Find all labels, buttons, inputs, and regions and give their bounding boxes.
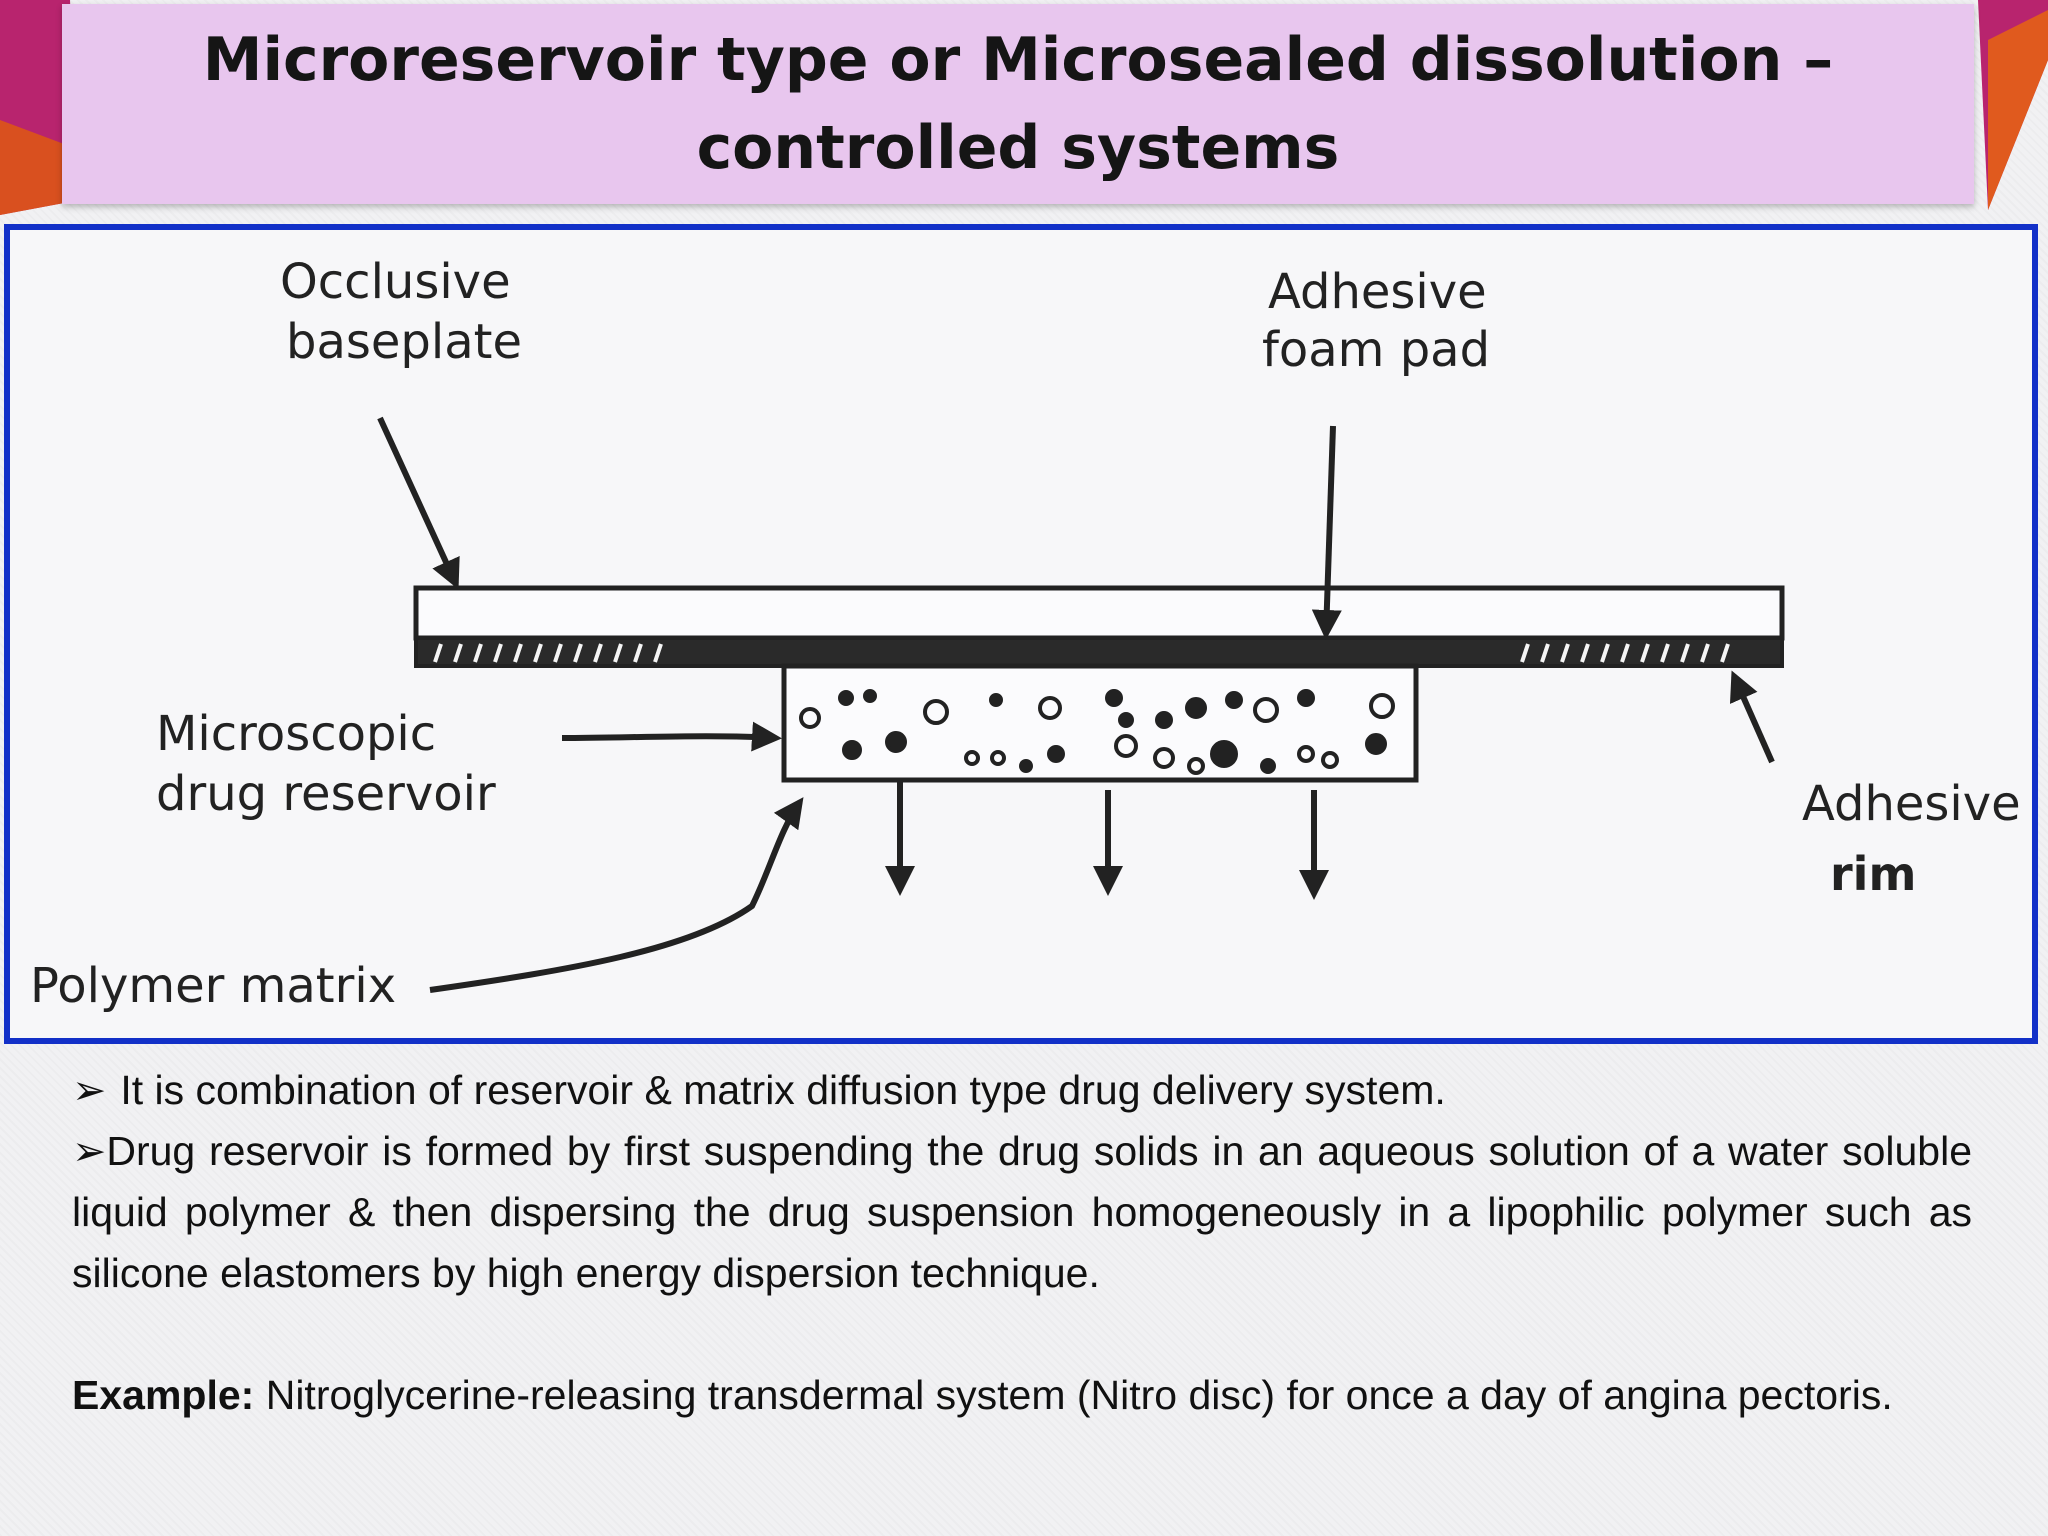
polymer-matrix-pointer bbox=[429, 797, 804, 993]
release-arrows bbox=[885, 780, 1329, 900]
example-paragraph: Example: Nitroglycerine-releasing transd… bbox=[72, 1365, 1972, 1426]
label-polymer-matrix: Polymer matrix bbox=[30, 958, 396, 1014]
bullet-2-text: Drug reservoir is formed by first suspen… bbox=[72, 1128, 1972, 1296]
occlusive-baseplate bbox=[413, 585, 1785, 641]
slide-body: ➢ It is combination of reservoir & matrix… bbox=[72, 1060, 1972, 1426]
diagram-frame: Occlusive baseplate Adhesive foam pad Mi… bbox=[4, 224, 2038, 1044]
slide-title-line1: Microreservoir type or Microsealed disso… bbox=[202, 25, 1834, 95]
bullet-2: ➢Drug reservoir is formed by first suspe… bbox=[72, 1121, 1972, 1304]
microscopic-pointer bbox=[561, 721, 782, 752]
bullet-1-text: It is combination of reservoir & matrix … bbox=[120, 1067, 1446, 1113]
label-microscopic-line2: drug reservoir bbox=[156, 766, 496, 822]
right-corner-accent bbox=[1978, 0, 2048, 210]
label-occlusive-line2: baseplate bbox=[286, 314, 522, 370]
foam-pad-pointer bbox=[1311, 425, 1342, 640]
label-adhesive-foam-line2: foam pad bbox=[1262, 322, 1490, 378]
adhesive-hatching-left bbox=[433, 643, 663, 663]
spacer bbox=[72, 1304, 1972, 1365]
polymer-matrix-box bbox=[781, 663, 1419, 783]
drug-particles bbox=[799, 689, 1395, 775]
adhesive-rim-pointer bbox=[1729, 670, 1775, 764]
example-label: Example: bbox=[72, 1372, 255, 1418]
label-adhesive-rim-line1: Adhesive bbox=[1802, 776, 2021, 832]
label-microscopic-line1: Microscopic bbox=[156, 706, 436, 762]
left-corner-accent bbox=[0, 0, 80, 215]
bullet-1: ➢ It is combination of reservoir & matrix… bbox=[72, 1060, 1972, 1121]
example-text: Nitroglycerine-releasing transdermal sys… bbox=[254, 1372, 1893, 1418]
pointer-arrows bbox=[377, 416, 1775, 993]
slide-title-line2: controlled systems bbox=[696, 113, 1340, 183]
adhesive-foam-pad bbox=[414, 636, 1784, 668]
microreservoir-diagram: Occlusive baseplate Adhesive foam pad Mi… bbox=[30, 254, 2021, 1014]
title-banner: Microreservoir type or Microsealed disso… bbox=[62, 4, 1974, 204]
adhesive-hatching-right bbox=[1520, 643, 1730, 663]
label-adhesive-rim-line2: rim bbox=[1830, 847, 1916, 901]
bullet-arrow-icon: ➢ bbox=[72, 1128, 107, 1174]
label-adhesive-foam-line1: Adhesive bbox=[1268, 264, 1487, 320]
label-occlusive-line1: Occlusive bbox=[280, 254, 511, 310]
bullet-arrow-icon: ➢ bbox=[72, 1067, 107, 1113]
occlusive-pointer bbox=[377, 416, 460, 590]
